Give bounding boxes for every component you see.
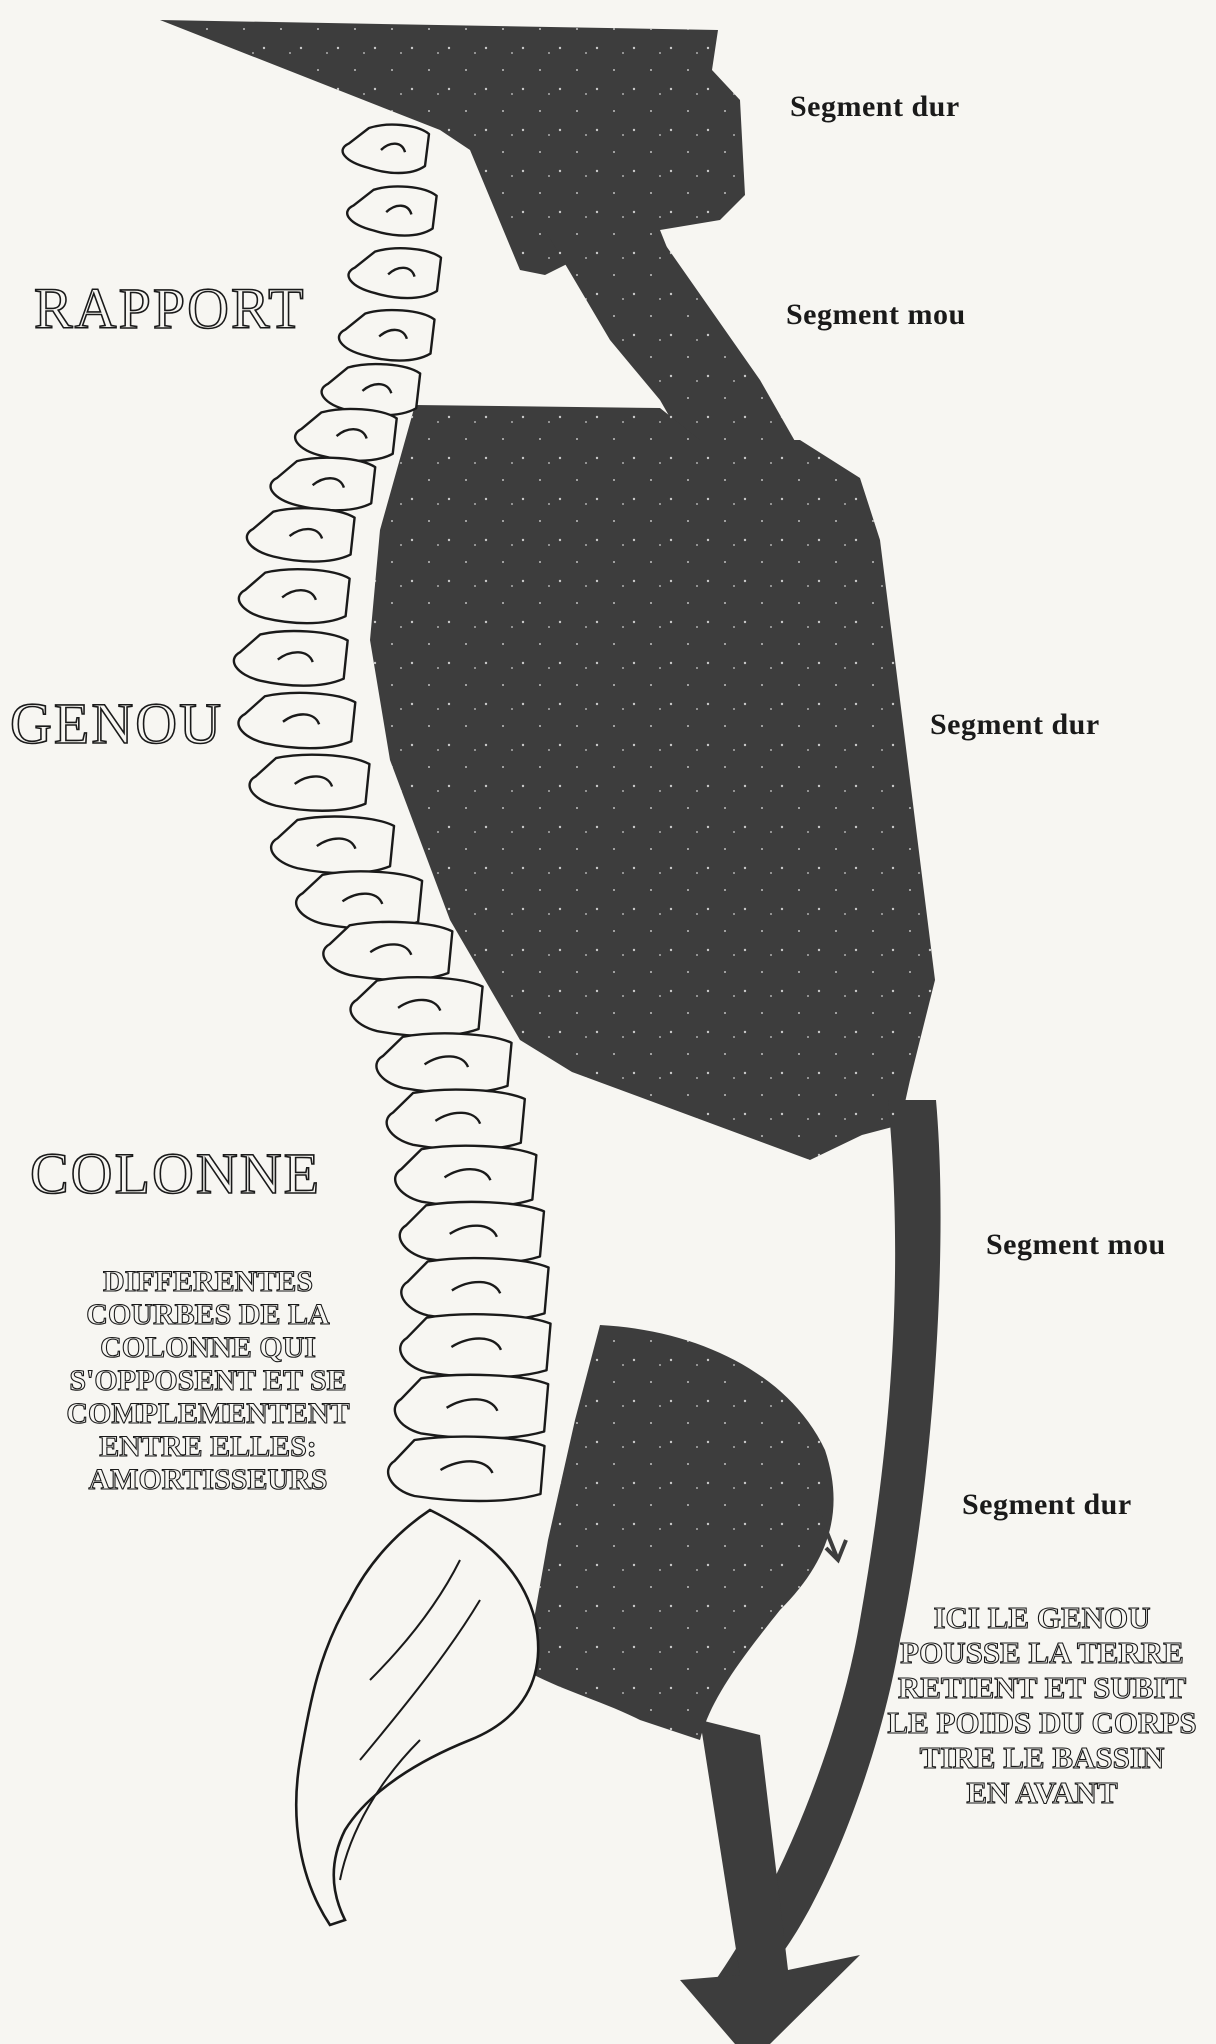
left-note-line: COURBES DE LA bbox=[38, 1298, 378, 1331]
segment-label-pelvis: Segment dur bbox=[962, 1488, 1132, 1522]
right-note-line: LE POIDS DU CORPS bbox=[872, 1705, 1212, 1740]
vertebra bbox=[322, 364, 421, 415]
vertebra bbox=[271, 458, 376, 511]
vertebra bbox=[388, 1437, 544, 1501]
right-note: ICI LE GENOU POUSSE LA TERRE RETIENT ET … bbox=[872, 1600, 1212, 1810]
vertebra bbox=[323, 922, 452, 980]
rapport-title: RAPPORT bbox=[34, 275, 306, 342]
vertebra bbox=[400, 1202, 544, 1264]
right-note-line: ICI LE GENOU bbox=[872, 1600, 1212, 1635]
left-note-line: S'OPPOSENT ET SE bbox=[38, 1364, 378, 1397]
left-note-line: COLONNE QUI bbox=[38, 1331, 378, 1364]
left-note-line: AMORTISSEURS bbox=[38, 1463, 378, 1496]
right-note-line: RETIENT ET SUBIT bbox=[872, 1670, 1212, 1705]
vertebra bbox=[339, 310, 435, 360]
left-note: DIFFERENTES COURBES DE LA COLONNE QUI S'… bbox=[38, 1265, 378, 1496]
right-note-line: EN AVANT bbox=[872, 1775, 1212, 1810]
segment-label-thorax: Segment dur bbox=[930, 708, 1100, 742]
vertebra bbox=[295, 409, 397, 461]
vertebra bbox=[395, 1146, 536, 1207]
colonne-title: COLONNE bbox=[30, 1140, 321, 1207]
vertebra bbox=[400, 1314, 550, 1377]
right-note-line: POUSSE LA TERRE bbox=[872, 1635, 1212, 1670]
segment-label-head: Segment dur bbox=[790, 90, 960, 124]
vertebra bbox=[347, 186, 436, 235]
left-note-line: ENTRE ELLES: bbox=[38, 1430, 378, 1463]
vertebra bbox=[351, 977, 483, 1036]
genou-title: GENOU bbox=[10, 690, 223, 757]
vertebra bbox=[296, 871, 422, 928]
vertebra bbox=[387, 1090, 525, 1150]
vertebra bbox=[239, 569, 350, 623]
vertebra bbox=[349, 248, 441, 298]
segment-label-lumbar: Segment mou bbox=[986, 1228, 1166, 1262]
vertebra bbox=[343, 125, 429, 173]
vertebra bbox=[401, 1258, 548, 1320]
vertebra bbox=[238, 693, 355, 748]
left-note-line: DIFFERENTES bbox=[38, 1265, 378, 1298]
sacrum-coccyx bbox=[296, 1510, 538, 1925]
right-note-line: TIRE LE BASSIN bbox=[872, 1740, 1212, 1775]
vertebra bbox=[271, 817, 394, 874]
vertebra bbox=[395, 1375, 548, 1439]
vertebra bbox=[250, 755, 370, 811]
segment-label-neck: Segment mou bbox=[786, 298, 966, 332]
vertebra bbox=[247, 508, 355, 561]
left-note-line: COMPLEMENTENT bbox=[38, 1397, 378, 1430]
vertebra bbox=[376, 1033, 511, 1093]
vertebra bbox=[234, 631, 348, 686]
